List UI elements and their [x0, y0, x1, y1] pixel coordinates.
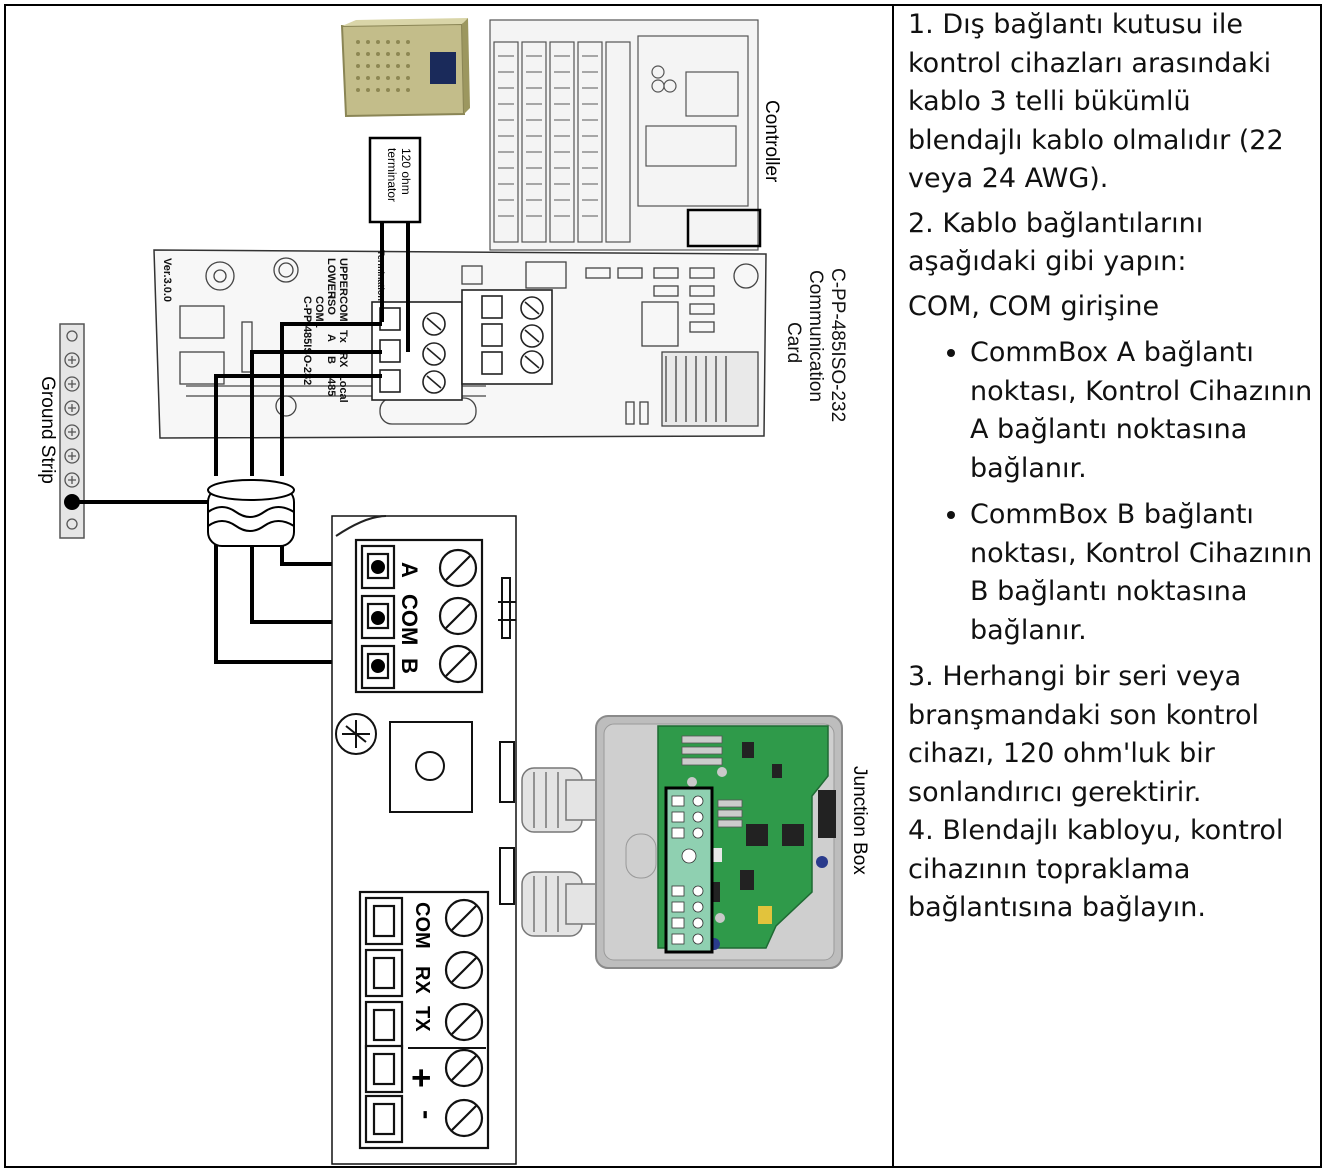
jb-b-label: B: [397, 658, 422, 674]
terminator-label-line2: terminator: [385, 148, 399, 202]
card-iso-label: ISO: [325, 296, 337, 315]
controller-comm-slot: [686, 208, 762, 248]
card-com-label: COM: [337, 296, 349, 322]
card-version-label: Ver.3.0.0: [161, 258, 173, 302]
cable-shield: [207, 479, 295, 562]
instructions-panel: 1. Dış bağlantı kutusu ile kontrol cihaz…: [908, 6, 1313, 1156]
card-485-label: 485: [325, 378, 337, 396]
card-local-label: Local: [337, 374, 349, 403]
unit-display: [430, 52, 456, 84]
instruction-step-3: 3. Herhangi bir seri veya branşmandaki s…: [908, 661, 1260, 808]
comm-card: Ver.3.0.0 UPPER LOWER COM ISO COM1 C-PP-…: [153, 249, 767, 439]
card-b-label: B: [325, 356, 337, 364]
instruction-step-2-com: COM, COM girişine: [908, 290, 1160, 322]
wiring-diagram: Controller: [37, 18, 870, 1165]
page-frame: [4, 4, 1322, 1168]
jb-com2-label: COM: [411, 902, 433, 949]
jb-tx-label: TX: [411, 1006, 433, 1032]
card-upper-label: UPPER: [337, 258, 349, 296]
comm-card-label-line3: Card: [783, 322, 804, 363]
junction-box-enclosure: [595, 715, 843, 969]
jb-minus-label: -: [412, 1110, 443, 1119]
jb-plus-label: +: [402, 1068, 440, 1088]
card-com1-label: COM1: [313, 296, 325, 328]
card-rx-label: RX: [337, 352, 349, 368]
card-lower-label: LOWER: [325, 258, 337, 299]
cable-glands: [521, 767, 601, 937]
terminator-resistor: 120 ohm terminator: [368, 136, 422, 352]
card-a-label: A: [325, 334, 337, 342]
ground-strip-label: Ground Strip: [37, 376, 58, 484]
junction-box-label: Junction Box: [849, 766, 870, 875]
instruction-bullet-a: CommBox A bağlantı noktası, Kontrol Ciha…: [970, 334, 1313, 488]
jb-rx-label: RX: [411, 966, 433, 994]
controller-board: [489, 19, 762, 251]
column-divider: [892, 4, 894, 1168]
instruction-step-2: 2. Kablo bağlantılarını aşağıdaki gibi y…: [908, 207, 1204, 278]
controller-unit-image: [340, 18, 470, 118]
jb-a-label: A: [397, 562, 422, 578]
instruction-bullet-list: CommBox A bağlantı noktası, Kontrol Ciha…: [908, 334, 1313, 650]
jb-com-label: COM: [397, 594, 422, 645]
instruction-bullet-b: CommBox B bağlantı noktası, Kontrol Ciha…: [970, 496, 1313, 650]
card-part-label: C-PP-485ISO-232: [301, 296, 313, 385]
junction-box-detail: A COM B COM RX TX: [331, 515, 517, 1165]
comm-card-label-line1: C-PP-485ISO-232: [827, 268, 848, 422]
instruction-step-4: 4. Blendajlı kabloyu, kontrol cihazının …: [908, 815, 1284, 923]
comm-card-label-line2: Communication: [805, 270, 826, 402]
card-tx-label: Tx: [337, 330, 349, 344]
ground-strip: [59, 323, 85, 539]
terminator-label-line1: 120 ohm: [399, 148, 413, 195]
instruction-step-1: 1. Dış bağlantı kutusu ile kontrol cihaz…: [908, 9, 1284, 194]
controller-label: Controller: [761, 100, 782, 183]
